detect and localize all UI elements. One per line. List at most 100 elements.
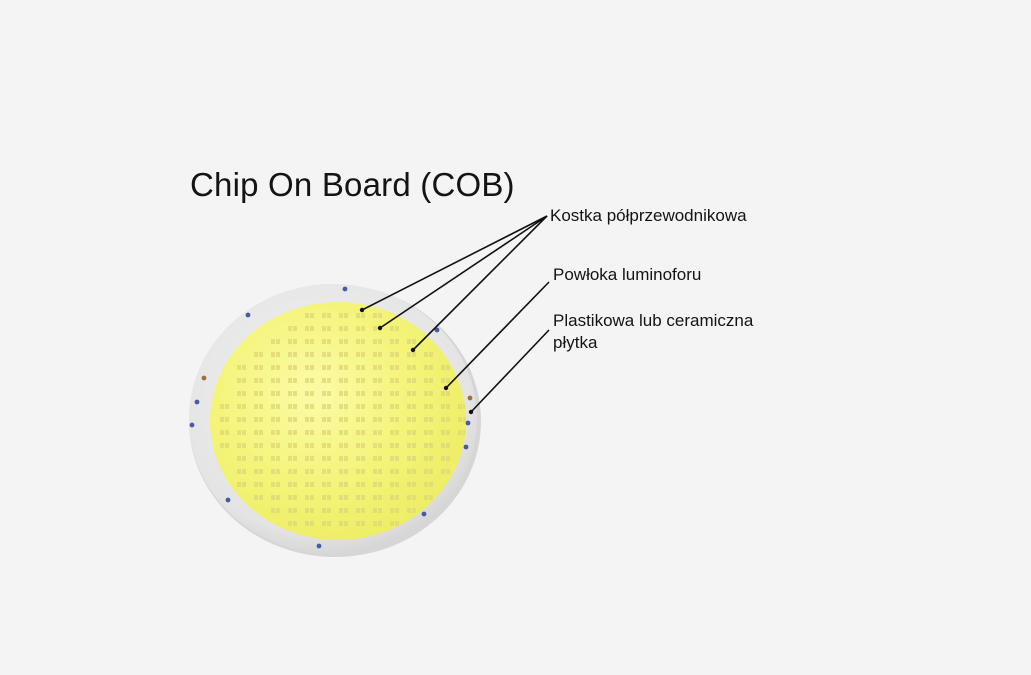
led-chip [305, 339, 314, 344]
led-chip [288, 521, 297, 526]
led-chip [339, 404, 348, 409]
led-chip [390, 339, 399, 344]
led-chip [305, 482, 314, 487]
led-chip [424, 456, 433, 461]
led-chip [322, 456, 331, 461]
led-chip [373, 378, 382, 383]
led-chip [441, 430, 450, 435]
led-chip [458, 404, 466, 409]
led-chip [424, 495, 433, 500]
led-chip [237, 482, 246, 487]
led-chip [390, 456, 399, 461]
led-chip [339, 352, 348, 357]
led-chip [356, 313, 365, 318]
led-chip [373, 482, 382, 487]
led-chip [305, 456, 314, 461]
led-chip [373, 313, 382, 318]
leader-line-die-2 [379, 215, 548, 329]
led-chip [254, 417, 263, 422]
board-pad [342, 286, 348, 292]
led-chip [322, 495, 331, 500]
board-pad [316, 543, 322, 549]
led-chip [356, 404, 365, 409]
led-chip [373, 469, 382, 474]
led-chip [237, 417, 246, 422]
led-chip [305, 469, 314, 474]
led-chip [356, 326, 365, 331]
label-substrate-line-1: Plastikowa lub ceramiczna [553, 311, 754, 330]
led-chip [356, 365, 365, 370]
led-chip [322, 352, 331, 357]
led-chip [322, 417, 331, 422]
led-chip [407, 482, 416, 487]
led-chip [373, 352, 382, 357]
led-chip [322, 430, 331, 435]
led-chip [322, 313, 331, 318]
led-chip [373, 417, 382, 422]
label-substrate: Plastikowa lub ceramiczna płytka [553, 310, 753, 354]
led-chip [288, 326, 297, 331]
led-chip [220, 417, 229, 422]
led-chip [424, 469, 433, 474]
led-chip [407, 456, 416, 461]
led-chip [237, 365, 246, 370]
led-chip [237, 456, 246, 461]
led-chip [288, 456, 297, 461]
led-chip [254, 456, 263, 461]
led-chip [220, 404, 229, 409]
led-chip [390, 521, 399, 526]
leader-dot-substrate [468, 409, 474, 415]
led-chip [339, 417, 348, 422]
led-chip [356, 469, 365, 474]
led-chip [356, 417, 365, 422]
led-chip [407, 404, 416, 409]
leader-dot-die-1 [359, 307, 365, 313]
leader-line-endpoints [359, 307, 474, 415]
led-chip [288, 391, 297, 396]
led-chip [339, 456, 348, 461]
led-chip [373, 521, 382, 526]
led-chip [390, 495, 399, 500]
led-chip [339, 391, 348, 396]
led-chip [288, 495, 297, 500]
led-chip [288, 469, 297, 474]
led-chip [305, 365, 314, 370]
led-chip [373, 456, 382, 461]
led-chip [458, 417, 466, 422]
led-chip [356, 456, 365, 461]
led-chip [356, 430, 365, 435]
led-chip [356, 495, 365, 500]
led-chip [288, 430, 297, 435]
led-chip [271, 469, 280, 474]
led-chip [390, 352, 399, 357]
led-chip [373, 404, 382, 409]
led-chip [237, 404, 246, 409]
led-chip [322, 391, 331, 396]
led-chip [305, 313, 314, 318]
led-chip [424, 352, 433, 357]
led-chip [322, 469, 331, 474]
led-chip [254, 352, 263, 357]
led-chip [407, 430, 416, 435]
leader-line-substrate [470, 329, 550, 413]
led-chip [339, 326, 348, 331]
led-chip [424, 378, 433, 383]
led-chip [305, 391, 314, 396]
led-chip [441, 378, 450, 383]
led-chip [407, 508, 416, 513]
led-chip [424, 417, 433, 422]
led-chip [271, 417, 280, 422]
led-chip [305, 508, 314, 513]
led-chip [407, 352, 416, 357]
led-chip [237, 430, 246, 435]
led-chip [237, 443, 246, 448]
label-substrate-line-2: płytka [553, 333, 598, 352]
board-pad [194, 399, 200, 405]
led-chip [373, 430, 382, 435]
led-chip [271, 482, 280, 487]
led-chip [322, 508, 331, 513]
led-chip [271, 404, 280, 409]
board-pad [465, 420, 471, 426]
led-chip [390, 391, 399, 396]
